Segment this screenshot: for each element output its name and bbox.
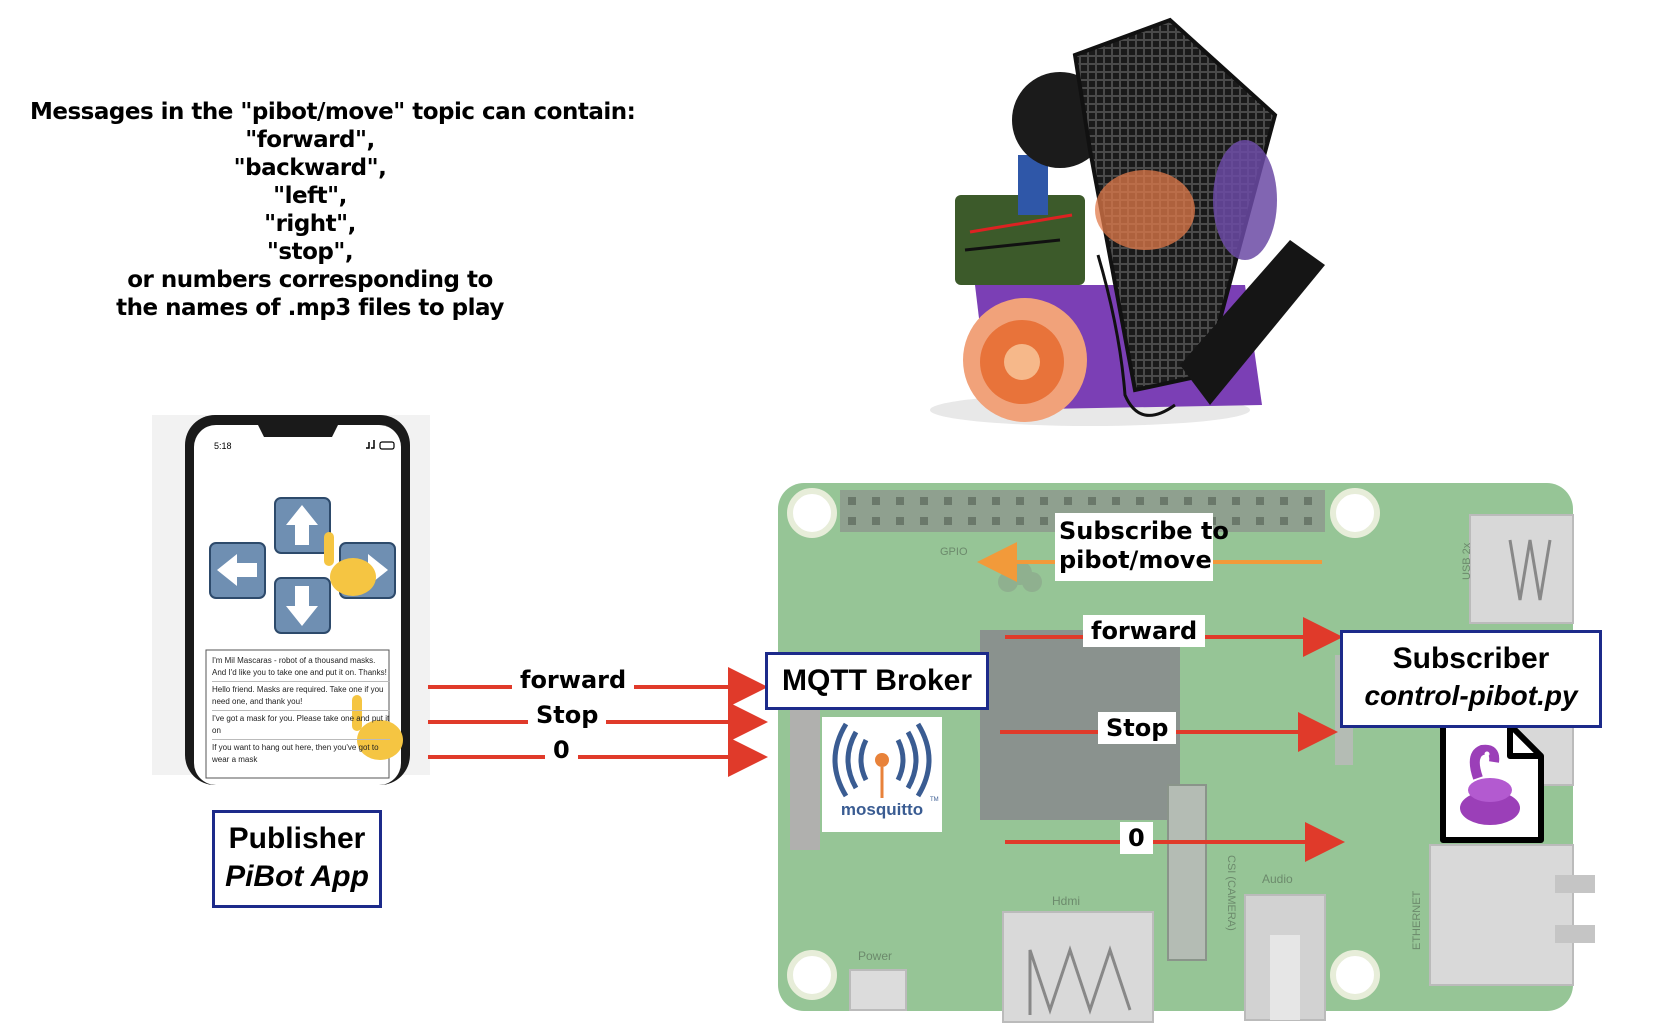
note-line: Messages in the "pibot/move" topic can c… <box>30 99 636 125</box>
power-label: Power <box>858 949 892 963</box>
note-line: "left", <box>273 183 347 209</box>
mounting-hole <box>787 950 837 1000</box>
subscribe-line: pibot/move <box>1059 546 1212 574</box>
power-port <box>849 969 907 1011</box>
mounting-hole <box>1330 950 1380 1000</box>
usb-port <box>1469 514 1574 624</box>
pointing-hand-icon <box>352 695 403 760</box>
arrow-down-icon <box>286 586 318 626</box>
publisher-title: Publisher <box>228 822 366 855</box>
message-item[interactable]: I've got a mask for you. Please take one… <box>212 711 390 740</box>
gpio-label: GPIO <box>940 546 968 558</box>
battery-icon <box>379 441 395 450</box>
deliver-label-forward: forward <box>1083 615 1206 647</box>
publish-label-forward: forward <box>512 664 635 696</box>
deliver-label-stop: Stop <box>1098 712 1177 744</box>
mounting-hole <box>1330 488 1380 538</box>
message-item[interactable]: Hello friend. Masks are required. Take o… <box>212 682 390 711</box>
note-line: "backward", <box>233 155 387 181</box>
antenna-icon <box>875 753 889 767</box>
subscriber-label: Subscriber control-pibot.py <box>1340 630 1602 728</box>
note-line: the names of .mp3 files to play <box>116 295 504 321</box>
message-item[interactable]: If you want to hang out here, then you'v… <box>212 743 379 764</box>
note-line: or numbers corresponding to <box>127 267 493 293</box>
broker-label: MQTT Broker <box>765 652 989 710</box>
topic-note: Messages in the "pibot/move" topic can c… <box>30 98 636 322</box>
usb-label: USB 2x <box>1461 542 1473 580</box>
python-file-icon <box>1440 722 1544 843</box>
hdmi-label: Hdmi <box>1052 894 1080 908</box>
trademark-mark: TM <box>930 797 939 803</box>
audio-label: Audio <box>1262 872 1293 886</box>
note-line: "right", <box>264 211 356 237</box>
phone-message-list: I'm Mil Mascaras - robot of a thousand m… <box>212 655 390 766</box>
subscribe-line: Subscribe to <box>1059 517 1229 545</box>
phone-time: 5:18 <box>214 441 232 451</box>
mosquitto-logo: mosquitto TM <box>822 717 942 832</box>
camera-label: CSI (CAMERA) <box>1225 855 1237 931</box>
hdmi-port <box>1002 911 1154 1023</box>
ethernet-port <box>1429 844 1574 986</box>
arrow-up-icon <box>286 505 318 545</box>
publish-label-zero: 0 <box>545 734 578 766</box>
battery-pack <box>1180 240 1325 405</box>
phone-notch <box>258 425 338 437</box>
phone-mockup <box>152 415 430 785</box>
publish-label-stop: Stop <box>528 699 607 731</box>
arrow-left-icon <box>217 554 257 586</box>
pointing-hand-icon <box>324 532 376 596</box>
mounting-hole <box>787 488 837 538</box>
publisher-subtitle: PiBot App <box>225 860 369 893</box>
publisher-label: Publisher PiBot App <box>212 810 382 908</box>
note-line: "stop", <box>266 239 354 265</box>
ethernet-label: ETHERNET <box>1411 890 1423 950</box>
robot-image <box>930 17 1325 426</box>
deliver-label-zero: 0 <box>1120 822 1153 854</box>
subscriber-subtitle: control-pibot.py <box>1364 680 1578 711</box>
message-item[interactable]: I'm Mil Mascaras - robot of a thousand m… <box>212 655 390 682</box>
signal-icon <box>366 440 375 449</box>
subscriber-title: Subscriber <box>1392 642 1550 675</box>
subscribe-label: Subscribe to pibot/move <box>1055 513 1229 581</box>
mosquitto-wordmark: mosquitto <box>841 800 923 819</box>
note-line: "forward", <box>245 127 375 153</box>
